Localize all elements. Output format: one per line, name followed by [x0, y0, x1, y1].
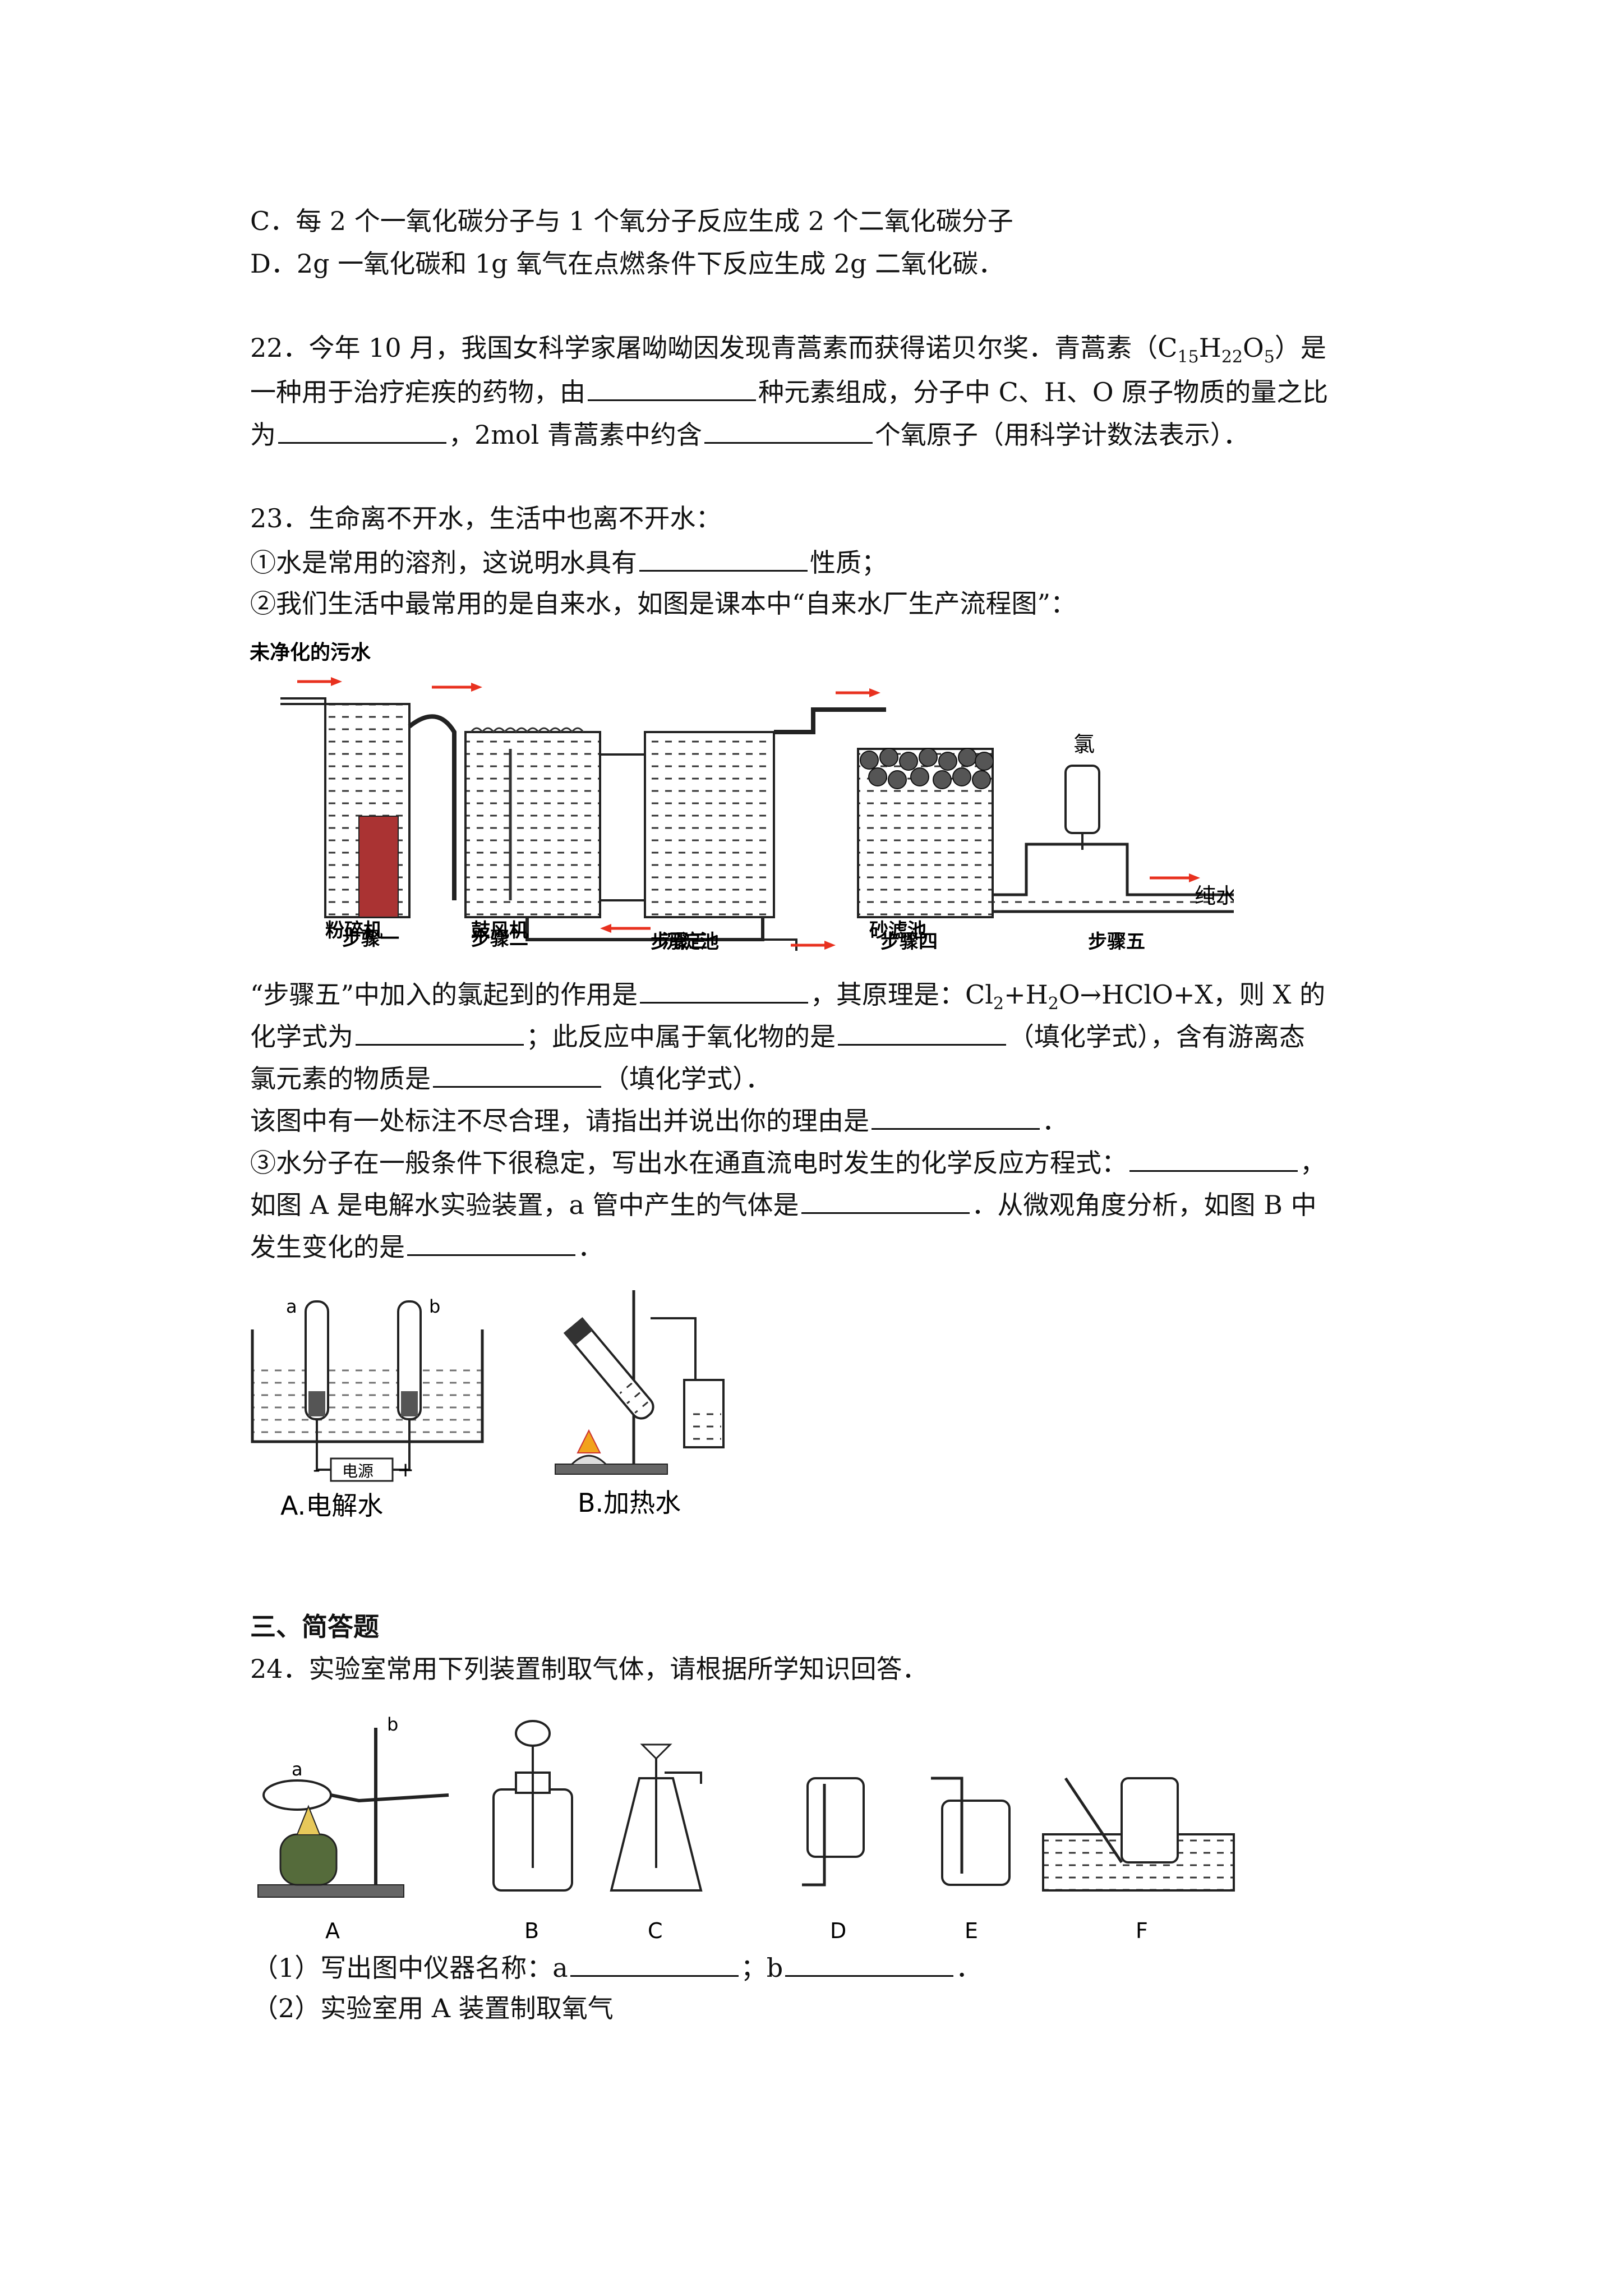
flow-top-label: 未净化的污水 [250, 641, 371, 664]
svg-text:F: F [1136, 1918, 1148, 1943]
svg-text:鼓风机: 鼓风机 [471, 919, 528, 942]
pure-water-label: 纯水 [1195, 884, 1234, 908]
answer-blank[interactable] [433, 1060, 601, 1088]
svg-text:-: - [313, 1458, 320, 1481]
svg-text:+: + [397, 1458, 414, 1481]
apparatus-e: E [931, 1777, 1011, 1943]
svg-text:A: A [325, 1918, 340, 1943]
svg-text:粉碎机: 粉碎机 [325, 919, 382, 942]
q23-line4: “步骤五”中加入的氯起到的作用是，其原理是：Cl2+H2O→HClO+X，则 X… [250, 976, 1325, 1021]
q24-part2: （2）实验室用 A 装置制取氧气 [252, 1993, 614, 2023]
tube-a-label: a [286, 1296, 297, 1317]
answer-blank[interactable] [872, 1102, 1040, 1130]
figure-a-caption: A.电解水 [280, 1490, 383, 1521]
answer-blank[interactable] [407, 1228, 575, 1256]
q23-line9: 如图 A 是电解水实验装置，a 管中产生的气体是．从微观角度分析，如图 B 中 [250, 1186, 1317, 1222]
q23-line2: ①水是常用的溶剂，这说明水具有性质； [250, 544, 887, 579]
answer-blank[interactable] [278, 416, 446, 444]
option-c: C．每 2 个一氧化碳分子与 1 个氧分子反应生成 2 个二氧化碳分子 [250, 206, 1013, 236]
q23-line10: 发生变化的是． [250, 1228, 603, 1264]
q24-part1: （1）写出图中仪器名称：a；b． [252, 1949, 981, 1985]
q23-line8: ③水分子在一般条件下很稳定，写出水在通直流电时发生的化学反应方程式：， [250, 1144, 1326, 1180]
apparatus-c: C [610, 1743, 703, 1943]
q23-line6: 氯元素的物质是（填化学式）． [250, 1060, 771, 1096]
answer-blank[interactable] [588, 374, 756, 401]
answer-blank[interactable] [639, 544, 808, 572]
svg-text:步骤五: 步骤五 [1088, 931, 1145, 951]
svg-text:B: B [524, 1918, 539, 1943]
power-source [330, 1457, 394, 1482]
gas-apparatus-figure: a b A B C D E F [257, 1714, 1235, 1943]
heating-water-figure: B.加热水 [555, 1290, 725, 1518]
answer-blank[interactable] [640, 976, 809, 1004]
svg-text:沉淀池: 沉淀池 [662, 931, 719, 951]
q23-line5: 化学式为；此反应中属于氧化物的是（填化学式），含有游离态 [250, 1018, 1305, 1053]
answer-blank[interactable] [570, 1949, 739, 1977]
apparatus-a: a b A [257, 1714, 449, 1943]
q22-line2: 一种用于治疗疟疾的药物，由种元素组成，分子中 C、H、O 原子物质的量之比 [250, 374, 1328, 409]
answer-blank[interactable] [801, 1186, 970, 1214]
q23-line1: 23．生命离不开水，生活中也离不开水： [250, 503, 722, 533]
section-title: 三、简答题 [250, 1612, 379, 1642]
answer-blank[interactable] [838, 1018, 1006, 1046]
apparatus-f: F [1042, 1777, 1235, 1943]
svg-text:D: D [830, 1918, 846, 1943]
answer-blank[interactable] [704, 416, 873, 444]
apparatus-b: B [492, 1720, 573, 1943]
water-plant-flow-diagram: 未净化的污水 氯 纯水 粉碎机 鼓风机 沉淀池 砂滤池 步骤一 [250, 641, 1234, 951]
label-b: b [387, 1714, 398, 1735]
svg-text:步骤三: 步骤三 [651, 931, 708, 951]
option-d: D．2g 一氧化碳和 1g 氧气在点燃条件下反应生成 2g 二氧化碳． [250, 249, 1004, 279]
svg-text:步骤四: 步骤四 [880, 931, 938, 951]
label-a: a [292, 1759, 303, 1780]
q23-line7: 该图中有一处标注不尽合理，请指出并说出你的理由是． [250, 1102, 1068, 1138]
apparatus-d: D [802, 1777, 865, 1943]
chlorine-label: 氯 [1073, 732, 1095, 757]
svg-text:砂滤池: 砂滤池 [869, 919, 926, 942]
q24-stem: 24．实验室常用下列装置制取气体，请根据所学知识回答． [250, 1654, 928, 1684]
answer-blank[interactable] [356, 1018, 524, 1046]
svg-text:E: E [965, 1918, 978, 1943]
tube-b-label: b [429, 1296, 440, 1317]
svg-text:电源: 电源 [342, 1462, 374, 1480]
answer-blank[interactable] [1129, 1144, 1298, 1172]
q22-line1: 22．今年 10 月，我国女科学家屠呦呦因发现青蒿素而获得诺贝尔奖．青蒿素（C1… [250, 333, 1326, 367]
figure-b-caption: B.加热水 [578, 1488, 681, 1518]
answer-blank[interactable] [785, 1949, 954, 1977]
svg-text:C: C [648, 1918, 663, 1943]
q22-line3: 为，2mol 青蒿素中约含个氧原子（用科学计数法表示）． [250, 416, 1249, 452]
svg-text:步骤二: 步骤二 [471, 928, 528, 950]
electrolysis-apparatus-figure: a b 电源 - + A.电解水 [251, 1296, 484, 1521]
q23-line3: ②我们生活中最常用的是自来水，如图是课本中“自来水厂生产流程图”： [250, 588, 1077, 619]
svg-text:步骤一: 步骤一 [342, 928, 399, 950]
